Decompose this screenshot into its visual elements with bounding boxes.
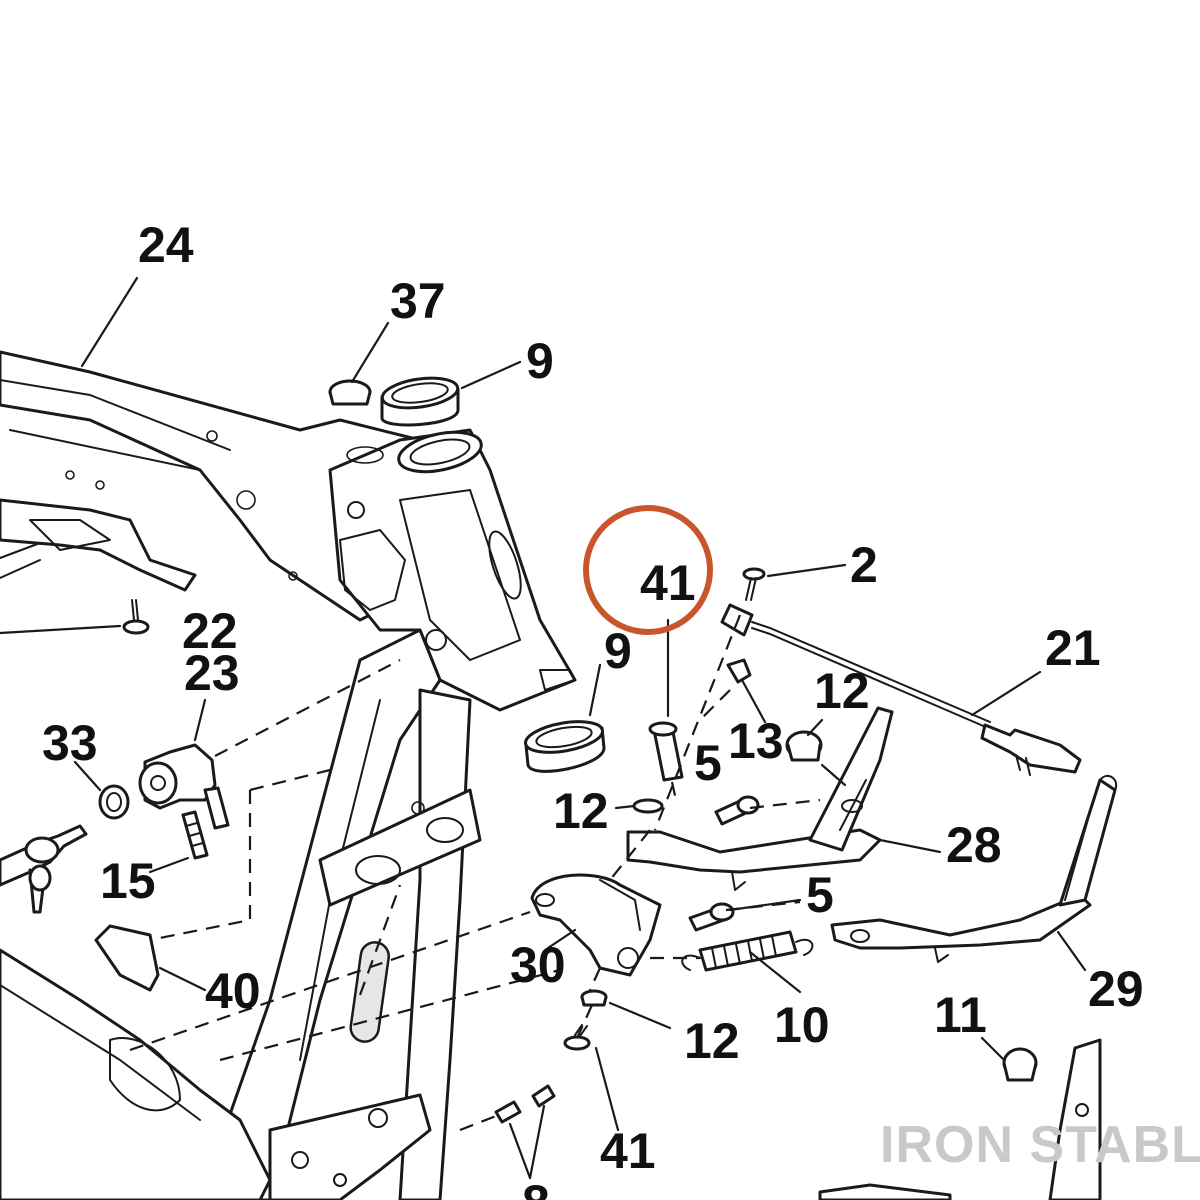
plate-lower-right [818,1038,1102,1200]
callout-10: 10 [774,997,830,1053]
leader-lines [0,276,1087,1180]
callout-9-lower: 9 [604,623,632,679]
callout-23: 23 [184,645,240,701]
ring-33 [98,784,130,820]
callout-22: 22 [182,603,238,659]
washer-12-middle [632,798,664,814]
stand-29 [830,774,1118,963]
bolt-5-lower [688,902,735,932]
plug-37 [328,379,372,406]
watermark: IRON STABLE [880,1116,1200,1174]
highlight-circle [583,505,713,635]
assembly-lines [129,614,821,1062]
washer-12-lower [580,989,608,1007]
callout-30: 30 [510,937,566,993]
bolt-left [122,599,150,635]
spring-10 [681,930,814,972]
callout-12-upper: 12 [814,663,870,719]
pin-15 [181,810,209,860]
callout-9-upper: 9 [526,333,554,389]
bolt-5-upper [714,795,760,826]
pin-41-lower [563,1024,591,1051]
key-set [0,824,88,914]
pivot-bracket-30 [530,873,662,977]
callout-21: 21 [1045,620,1101,676]
callout-37: 37 [390,273,446,329]
callout-41-lower: 41 [600,1123,656,1179]
callout-5-upper: 5 [694,735,722,791]
callout-33: 33 [42,715,98,771]
frame-assembly [0,350,577,1200]
callout-8: 8 [522,1175,550,1200]
callout-13: 13 [728,713,784,769]
callout-28: 28 [946,817,1002,873]
bumper-11 [1002,1047,1038,1082]
kickstand-28 [626,706,894,891]
callout-24: 24 [138,217,194,273]
callout-12-lower: 12 [684,1013,740,1069]
callout-41-highlighted: 41 [640,555,696,611]
screw-2 [742,567,766,601]
callout-15: 15 [100,853,156,909]
pin-41-upper [648,721,684,782]
ignition-switch-22-23 [138,743,230,830]
sensor-cable-21 [720,603,1082,776]
callout-11: 11 [934,987,987,1043]
callout-labels: 24 37 9 41 2 9 21 22 23 12 13 33 5 12 28… [42,217,1144,1200]
bushing-13 [726,658,752,684]
callout-40: 40 [205,963,261,1019]
callout-5-lower: 5 [806,867,834,923]
reflector-40 [94,924,160,992]
bearing-cup-9-lower [524,720,606,773]
callout-29: 29 [1088,961,1144,1017]
stop-12-upper [785,730,823,762]
screws-8 [459,1084,556,1132]
callout-12-middle: 12 [553,783,609,839]
callout-2: 2 [850,537,878,593]
bearing-cup-9-upper [380,376,460,427]
